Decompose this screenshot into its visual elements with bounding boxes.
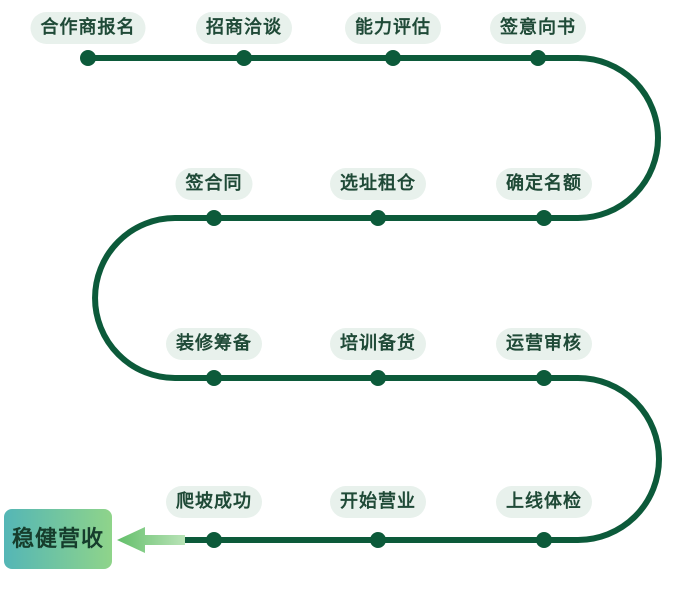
step-dot xyxy=(536,532,552,548)
step-dot xyxy=(80,50,96,66)
step-label: 上线体检 xyxy=(496,486,592,518)
step-label: 能力评估 xyxy=(345,12,441,44)
end-arrow xyxy=(117,527,185,553)
final-result-badge: 稳健营收 xyxy=(4,509,112,569)
step-label: 签合同 xyxy=(175,168,253,200)
step-dot xyxy=(370,532,386,548)
step-dot xyxy=(385,50,401,66)
step-label: 选址租仓 xyxy=(330,168,426,200)
step-label: 开始营业 xyxy=(330,486,426,518)
step-label: 运营审核 xyxy=(496,328,592,360)
step-dot xyxy=(236,50,252,66)
step-label: 招商洽谈 xyxy=(196,12,292,44)
step-dot xyxy=(370,210,386,226)
step-dot xyxy=(206,370,222,386)
step-dot xyxy=(370,370,386,386)
track-path xyxy=(85,55,662,543)
step-dot xyxy=(536,210,552,226)
step-dot xyxy=(206,532,222,548)
step-label: 爬坡成功 xyxy=(166,486,262,518)
step-label: 确定名额 xyxy=(496,168,592,200)
step-label: 签意向书 xyxy=(490,12,586,44)
step-dot xyxy=(530,50,546,66)
step-dot xyxy=(206,210,222,226)
step-label: 装修筹备 xyxy=(166,328,262,360)
step-dot xyxy=(536,370,552,386)
step-label: 培训备货 xyxy=(330,328,426,360)
step-label: 合作商报名 xyxy=(30,12,146,44)
step-dots xyxy=(80,50,552,548)
